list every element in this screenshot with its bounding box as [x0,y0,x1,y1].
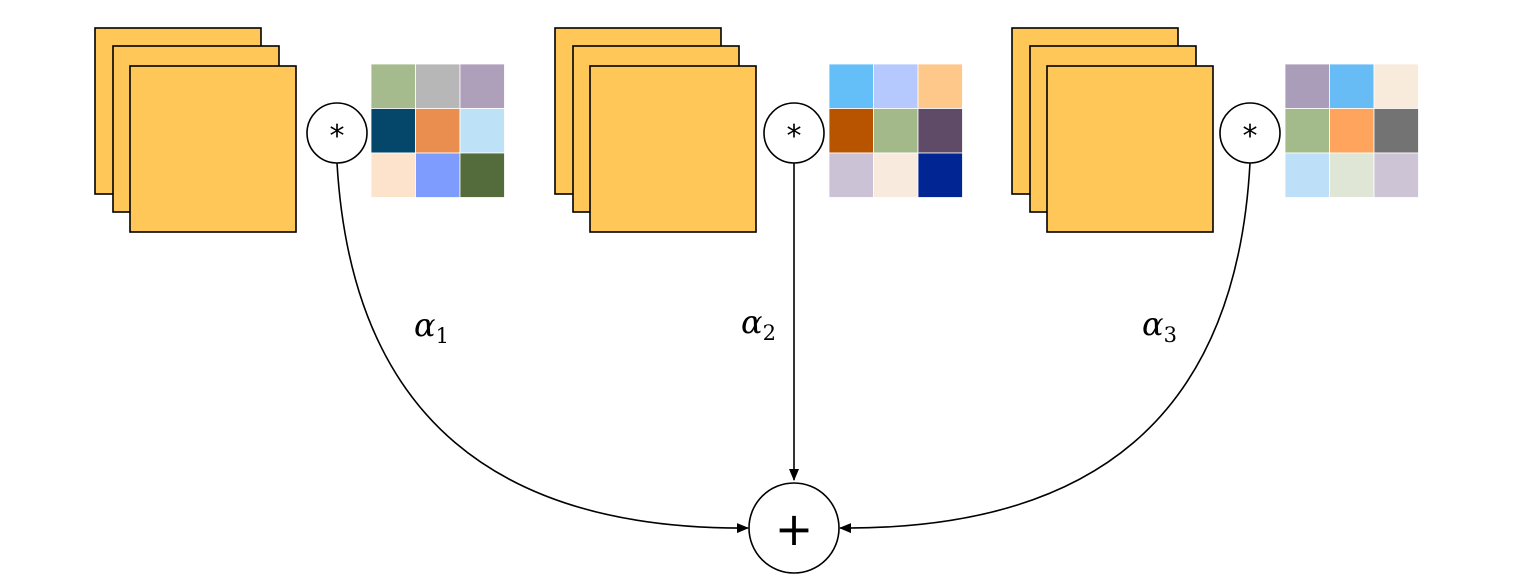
kernel-cell [1329,63,1375,109]
kernel-cell [370,108,416,154]
conv-operator-symbol: * [1243,119,1258,154]
feature-map-stack-3 [1011,27,1214,233]
kernel-cell [459,63,505,109]
weight-label-2: α2 [741,303,776,345]
kernel-cell [1284,63,1330,109]
weight-subscript-2: 2 [763,321,776,345]
kernel-cell [873,63,919,109]
kernel-cell [459,108,505,154]
kernel-grid-2 [828,63,963,198]
kernel-grid-3 [1284,63,1419,198]
kernel-cell [1329,152,1375,198]
feature-map-stack-1 [94,27,297,233]
weight-subscript-1: 1 [436,324,449,348]
feature-map-front [589,65,757,233]
branch-3: * α3 [839,27,1419,534]
feature-map-stack-2 [554,27,757,233]
kernel-cell [1284,152,1330,198]
weight-label-1: α1 [414,306,449,348]
kernel-cell [873,108,919,154]
weight-arrow-3 [839,162,1251,534]
kernel-cell [370,63,416,109]
conv-operator-symbol: * [787,119,802,154]
conv-operator-1: * [306,102,368,164]
kernel-cell [828,63,874,109]
feature-map-front [1046,65,1214,233]
sum-node: + [748,482,840,574]
sum-operator-symbol: + [775,502,814,556]
weight-label-3: α3 [1142,305,1177,347]
kernel-cell [917,63,963,109]
kernel-cell [828,108,874,154]
weight-subscript-3: 3 [1164,323,1177,347]
kernel-cell [1284,108,1330,154]
feature-map-front [129,65,297,233]
kernel-cell [415,152,461,198]
kernel-cell [370,152,416,198]
conv-operator-2: * [763,102,825,164]
kernel-cell [415,108,461,154]
weight-arrow-1 [336,162,749,534]
kernel-cell [415,63,461,109]
conv-operator-symbol: * [330,119,345,154]
kernel-cell [1373,63,1419,109]
branch-1: * α1 [94,27,749,534]
kernel-cell [459,152,505,198]
kernel-cell [1373,152,1419,198]
branch-2: * α2 [554,27,963,481]
kernel-cell [917,108,963,154]
conv-operator-3: * [1219,102,1281,164]
kernel-cell [917,152,963,198]
kernel-cell [873,152,919,198]
kernel-cell [1329,108,1375,154]
kernel-cell [1373,108,1419,154]
kernel-grid-1 [370,63,505,198]
kernel-cell [828,152,874,198]
